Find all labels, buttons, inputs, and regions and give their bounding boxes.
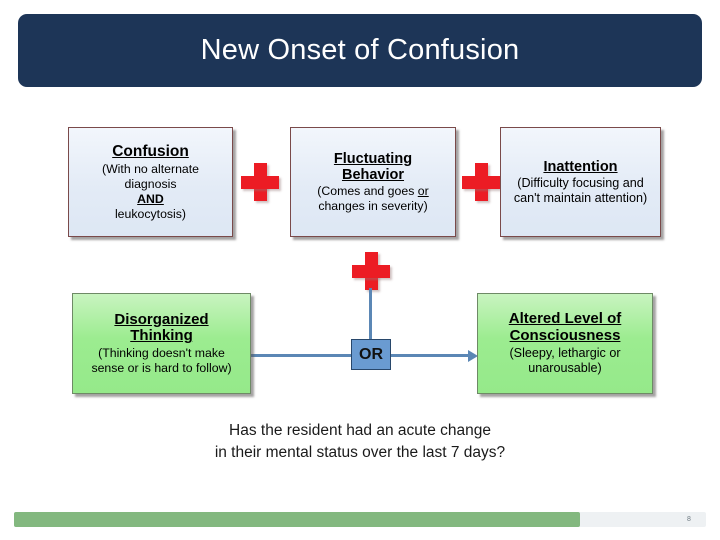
criterion-subtext-line: (Thinking doesn't make: [98, 346, 225, 361]
arrow-right-icon: [468, 349, 478, 362]
criterion-subtext-line: sense or is hard to follow): [91, 361, 232, 376]
criterion-box-fluctuating-behavior: Fluctuating Behavior (Comes and goes or …: [290, 127, 456, 237]
connector-vertical: [369, 288, 372, 341]
criterion-title: Disorganized: [114, 310, 209, 328]
criterion-subtext-line: leukocytosis): [114, 206, 187, 221]
criterion-title: Inattention: [543, 158, 618, 175]
criterion-subtext-line: unarousable): [528, 361, 602, 376]
criterion-title: Fluctuating: [333, 150, 413, 167]
criterion-title: Confusion: [112, 143, 189, 161]
criterion-title: Altered Level of: [508, 310, 622, 328]
slide-title-bar: New Onset of Confusion: [18, 14, 702, 87]
criterion-box-altered-level-of-consciousness: Altered Level of Consciousness (Sleepy, …: [477, 293, 653, 394]
criterion-subtext-line: (With no alternate: [101, 161, 200, 176]
progress-fill[interactable]: [14, 512, 580, 527]
criterion-subtext-line: (Comes and goes or: [317, 184, 428, 198]
criterion-subtext-line: (Sleepy, lethargic or: [509, 345, 621, 360]
criterion-title: Behavior: [341, 166, 405, 183]
criterion-box-disorganized-thinking: Disorganized Thinking (Thinking doesn't …: [72, 293, 251, 394]
criterion-subtext-line: changes in severity): [318, 199, 428, 214]
criterion-subtext-line: diagnosis: [124, 176, 177, 191]
criterion-conjunction-or: or: [417, 184, 429, 199]
criterion-title: Consciousness: [509, 327, 621, 345]
criterion-subtext-part: (Comes and goes: [317, 184, 418, 199]
plus-icon: [241, 163, 279, 201]
connector-right: [391, 354, 469, 357]
page-number: 8: [687, 516, 691, 523]
or-operator-box: OR: [351, 339, 391, 370]
criterion-title: Thinking: [130, 327, 193, 345]
page-title: New Onset of Confusion: [200, 34, 520, 66]
criterion-conjunction-and: AND: [137, 191, 164, 206]
or-label: OR: [359, 345, 383, 363]
plus-icon: [462, 163, 500, 201]
footer-bar: 8: [0, 512, 720, 528]
caption-line-2: in their mental status over the last 7 d…: [214, 444, 506, 462]
criterion-subtext-line: can't maintain attention): [513, 191, 648, 206]
plus-icon: [352, 252, 390, 290]
connector-left: [246, 354, 352, 357]
criterion-box-inattention: Inattention (Difficulty focusing and can…: [500, 127, 661, 237]
slide-caption: Has the resident had an acute change in …: [0, 420, 720, 465]
criterion-subtext-line: (Difficulty focusing and: [517, 175, 644, 190]
criterion-box-confusion: Confusion (With no alternate diagnosis A…: [68, 127, 233, 237]
caption-line-1: Has the resident had an acute change: [229, 422, 491, 439]
